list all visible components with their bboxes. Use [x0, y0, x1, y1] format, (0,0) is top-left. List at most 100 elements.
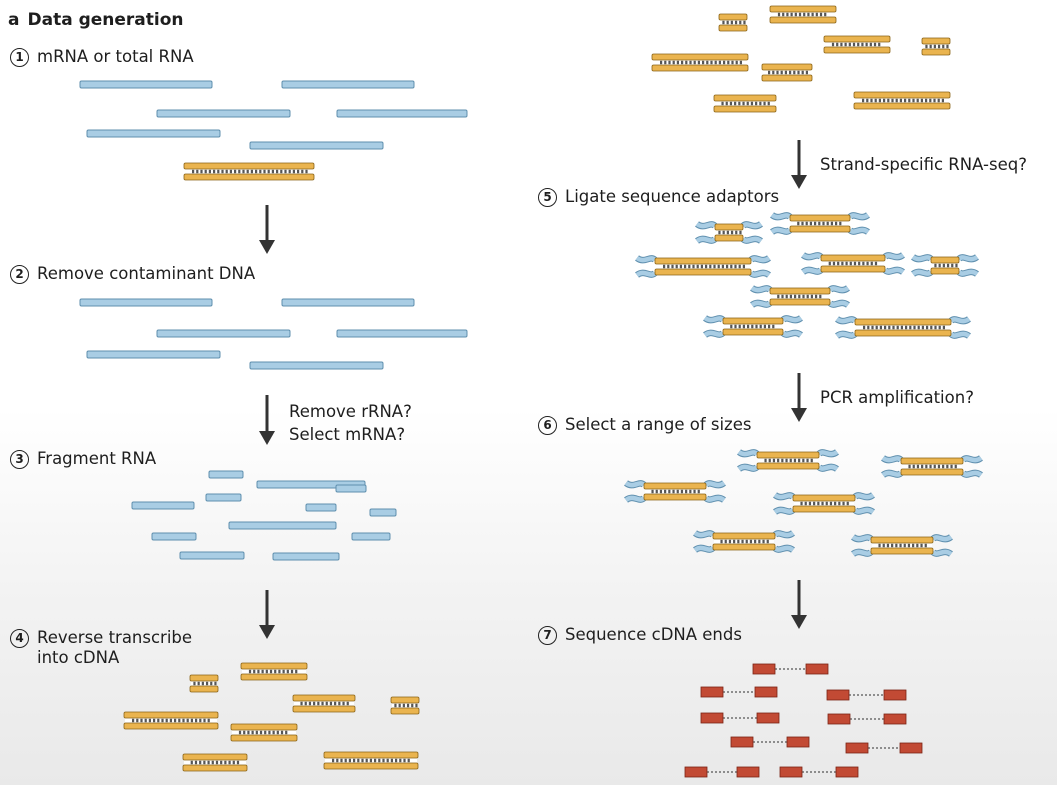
- step-6: 6 Select a range of sizes: [538, 415, 751, 435]
- step-3: 3 Fragment RNA: [10, 449, 156, 469]
- rna-strand: [281, 298, 415, 307]
- panel-title-text: Data generation: [27, 10, 184, 30]
- cdna-duplex: [722, 317, 784, 336]
- cdna-duplex: [789, 214, 851, 233]
- rna-strand: [86, 129, 221, 138]
- cdna-duplex: [769, 287, 831, 306]
- adaptor-ligated-fragment: [750, 285, 850, 308]
- step-number-2: 2: [10, 265, 29, 284]
- rna-strand: [151, 532, 197, 541]
- rna-strand: [86, 350, 221, 359]
- step-4-label: Reverse transcribe: [37, 628, 193, 647]
- cdna-duplex: [182, 753, 248, 772]
- annotation-remove-rrna: Remove rRNA?: [289, 402, 412, 421]
- arrow-down-icon: [791, 373, 807, 422]
- adaptor-ligated-fragment: [635, 255, 771, 278]
- adaptor-ligated-fragment: [770, 212, 870, 235]
- cdna-duplex: [713, 94, 777, 113]
- cdna-duplex: [761, 63, 813, 82]
- flow-arrows: [259, 140, 807, 639]
- cdna-duplex: [870, 536, 934, 555]
- rna-strand: [369, 508, 397, 517]
- step-number-7: 7: [538, 626, 557, 645]
- rna-strand: [179, 551, 245, 560]
- step-number-5: 5: [538, 188, 557, 207]
- sequenced-reads: [684, 663, 923, 778]
- cdna-duplex: [189, 674, 219, 693]
- step-number-1: 1: [10, 48, 29, 67]
- cdna-duplex: [714, 223, 744, 242]
- adaptor-duplexes: [624, 212, 983, 557]
- arrow-down-icon: [791, 140, 807, 189]
- rna-strand: [131, 501, 195, 510]
- cdna-duplex: [390, 696, 420, 715]
- cdna-duplex: [900, 457, 964, 476]
- cdna-duplex: [792, 494, 856, 513]
- adaptor-ligated-fragment: [624, 480, 726, 503]
- cdna-duplex: [853, 91, 951, 110]
- arrow-down-icon: [791, 580, 807, 629]
- step-2-label: Remove contaminant DNA: [37, 264, 256, 283]
- step-number-3: 3: [10, 450, 29, 469]
- adaptor-ligated-fragment: [851, 534, 953, 557]
- step-number-6: 6: [538, 416, 557, 435]
- cdna-duplex: [183, 162, 315, 181]
- rna-strand: [156, 329, 291, 338]
- step-4-label-line2: into cDNA: [37, 648, 120, 667]
- step-5-label: Ligate sequence adaptors: [565, 187, 780, 206]
- cdna-duplex: [323, 751, 419, 770]
- rna-strand: [249, 141, 384, 150]
- cdna-duplex: [854, 318, 952, 337]
- paired-end-read: [700, 686, 778, 698]
- step-6-label: Select a range of sizes: [565, 415, 752, 434]
- rna-strand: [305, 503, 337, 512]
- cdna-duplex: [921, 37, 951, 56]
- panel-letter: a: [8, 10, 20, 30]
- step-7: 7 Sequence cDNA ends: [538, 625, 742, 645]
- arrow-down-icon: [259, 205, 275, 254]
- cdna-duplex: [651, 53, 749, 72]
- cdna-duplex: [292, 694, 356, 713]
- paired-end-read: [826, 689, 907, 701]
- rna-strand: [336, 109, 468, 118]
- step-7-label: Sequence cDNA ends: [565, 625, 742, 644]
- cdna-duplex: [756, 451, 820, 470]
- cdna-duplex: [654, 257, 752, 276]
- step-5: 5 Ligate sequence adaptors: [538, 187, 779, 207]
- step-4: 4 Reverse transcribe into cDNA: [10, 628, 192, 668]
- rna-strand: [205, 493, 242, 502]
- cdna-duplex: [769, 5, 837, 24]
- rna-strands: [79, 80, 468, 561]
- cdna-duplex: [823, 35, 891, 54]
- cdna-duplex: [712, 532, 776, 551]
- cdna-duplex: [718, 13, 748, 32]
- rna-strand: [156, 109, 291, 118]
- rna-strand: [335, 484, 367, 493]
- rna-strand: [208, 470, 244, 479]
- rna-strand: [351, 532, 391, 541]
- adaptor-ligated-fragment: [703, 315, 803, 338]
- annotation-pcr: PCR amplification?: [820, 388, 974, 407]
- step-2: 2 Remove contaminant DNA: [10, 264, 255, 284]
- cdna-duplex: [930, 256, 960, 275]
- rna-strand: [336, 329, 468, 338]
- adaptor-ligated-fragment: [693, 530, 795, 553]
- adaptor-ligated-fragment: [695, 221, 763, 244]
- step-1: 1 mRNA or total RNA: [10, 47, 194, 67]
- adaptor-ligated-fragment: [911, 254, 979, 277]
- annotation-select-mrna: Select mRNA?: [289, 425, 406, 444]
- panel-title: a Data generation: [8, 10, 184, 30]
- paired-end-read: [779, 766, 859, 778]
- cdna-duplex: [820, 254, 886, 273]
- paired-end-read: [684, 766, 760, 778]
- step-3-label: Fragment RNA: [37, 449, 157, 468]
- cdna-duplex: [230, 723, 298, 742]
- rna-strand: [79, 80, 213, 89]
- rna-strand: [281, 80, 415, 89]
- paired-end-read: [752, 663, 829, 675]
- arrow-down-icon: [259, 395, 275, 445]
- rna-strand: [249, 361, 384, 370]
- adaptor-ligated-fragment: [773, 492, 875, 515]
- adaptor-ligated-fragment: [801, 252, 905, 275]
